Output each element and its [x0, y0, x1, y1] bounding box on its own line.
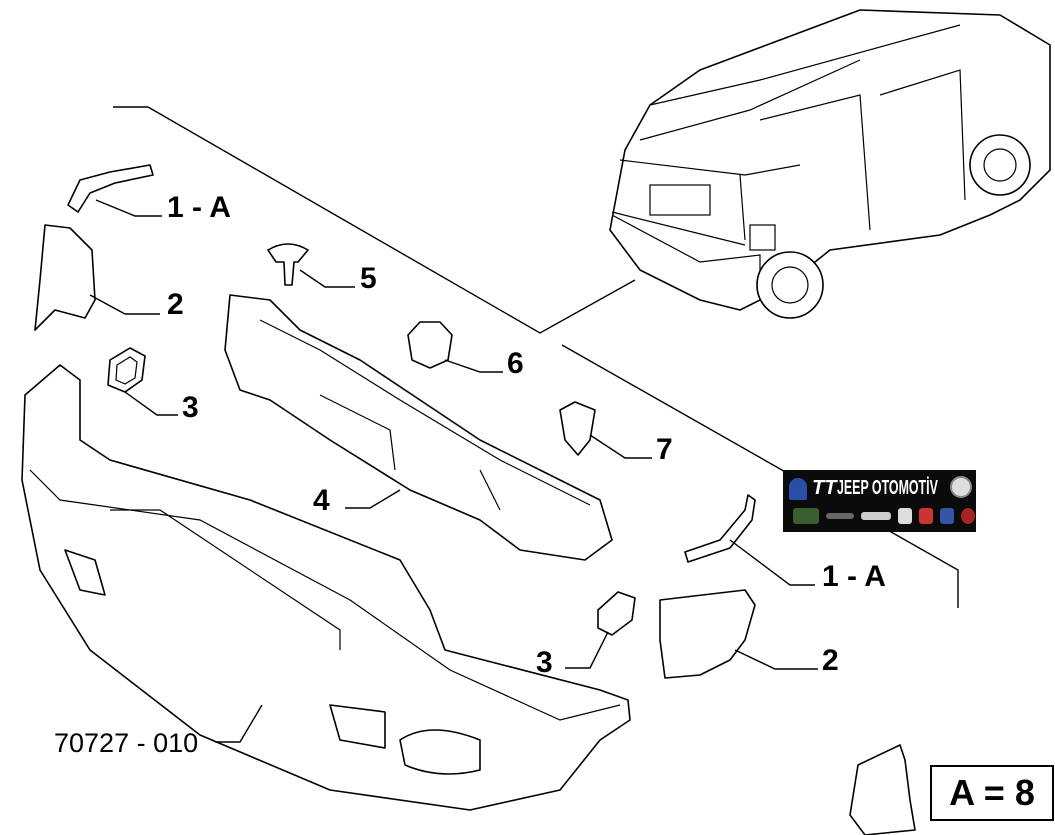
jeep-logo-icon [793, 508, 819, 524]
bracket-2-left [34, 224, 96, 331]
bracket-1a-right [684, 494, 756, 563]
clip-7 [559, 401, 596, 456]
ram-logo-icon [898, 508, 912, 524]
mopar-logo-icon [789, 478, 807, 500]
push-pin-5 [267, 243, 309, 286]
brand-logos-row [793, 508, 975, 524]
bracket-2-right [659, 589, 756, 679]
callout-1a-top: 1 - A [167, 191, 231, 224]
callout-1a-right: 1 - A [822, 560, 886, 593]
callout-2-right: 2 [822, 644, 839, 677]
grommet-3-right [597, 591, 636, 636]
part-number-label: 70727 - 010 [54, 728, 198, 758]
callout-2-left: 2 [167, 288, 184, 321]
watermark-initials: TT [812, 477, 837, 499]
kit-quantity-label: A = 8 [949, 772, 1035, 813]
dodge-logo-icon [861, 512, 891, 520]
kit-quantity-box: A = 8 [930, 765, 1054, 821]
grommet-3-left [107, 347, 146, 393]
watermark-logo: TT JEEP OTOMOTİV [783, 470, 976, 532]
callout-5: 5 [360, 262, 377, 295]
watermark-brand-text: JEEP OTOMOTİV [837, 477, 938, 499]
fiat-logo-icon [961, 508, 975, 524]
clip-6 [407, 321, 453, 369]
vehicle-illustration [609, 9, 1051, 319]
callout-4: 4 [313, 484, 330, 517]
lancia-logo-icon [940, 508, 954, 524]
chrysler-logo-icon [826, 513, 854, 519]
kit-bag [849, 744, 916, 835]
callout-6: 6 [507, 347, 524, 380]
callout-3-left: 3 [182, 391, 199, 424]
callout-7: 7 [656, 433, 673, 466]
bumper-reinforcement-4 [224, 294, 613, 561]
abarth-logo-icon [919, 508, 933, 524]
callout-3-right: 3 [536, 646, 553, 679]
alfa-romeo-logo-icon [950, 476, 972, 498]
bracket-1a-top [67, 164, 154, 213]
